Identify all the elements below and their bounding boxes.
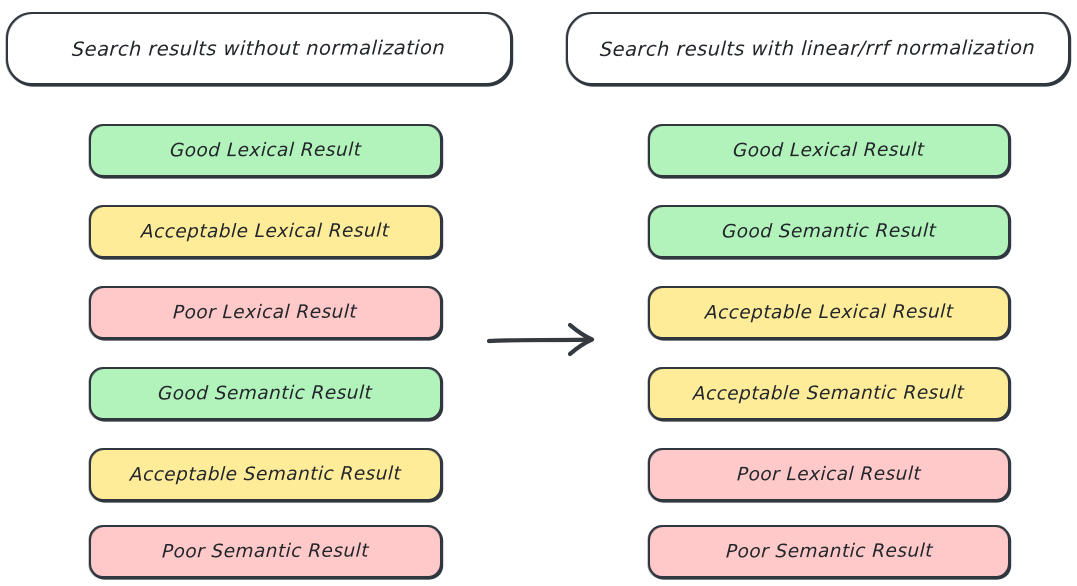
header-label-without-normalization: Search results without normalization	[71, 36, 447, 61]
result-box-left-6[interactable]: Poor Semantic Result	[89, 525, 442, 578]
header-label-with-normalization: Search results with linear/rrf normaliza…	[599, 36, 1037, 61]
result-label-right-2: Good Semantic Result	[721, 220, 937, 243]
result-box-right-6[interactable]: Poor Semantic Result	[648, 525, 1010, 578]
header-box-with-normalization[interactable]: Search results with linear/rrf normaliza…	[566, 12, 1070, 85]
result-label-left-5: Acceptable Semantic Result	[129, 463, 402, 486]
flow-arrow	[486, 318, 603, 362]
result-box-left-2[interactable]: Acceptable Lexical Result	[89, 205, 442, 258]
result-box-left-5[interactable]: Acceptable Semantic Result	[89, 448, 442, 501]
result-box-right-2[interactable]: Good Semantic Result	[648, 205, 1010, 258]
result-label-right-1: Good Lexical Result	[732, 139, 926, 162]
result-box-left-4[interactable]: Good Semantic Result	[89, 367, 442, 420]
result-label-left-3: Poor Lexical Result	[172, 301, 359, 324]
header-box-without-normalization[interactable]: Search results without normalization	[6, 12, 512, 85]
result-label-right-5: Poor Lexical Result	[736, 463, 922, 486]
result-box-right-1[interactable]: Good Lexical Result	[648, 124, 1010, 177]
result-label-left-2: Acceptable Lexical Result	[140, 220, 391, 243]
arrow-icon	[486, 322, 595, 357]
result-box-left-3[interactable]: Poor Lexical Result	[89, 286, 442, 339]
result-box-right-4[interactable]: Acceptable Semantic Result	[648, 367, 1010, 420]
result-label-left-1: Good Lexical Result	[169, 139, 362, 162]
result-label-right-4: Acceptable Semantic Result	[692, 382, 966, 405]
result-label-left-6: Poor Semantic Result	[161, 540, 370, 563]
result-label-right-3: Acceptable Lexical Result	[704, 301, 954, 324]
result-label-left-4: Good Semantic Result	[157, 382, 374, 405]
result-label-right-6: Poor Semantic Result	[725, 540, 933, 563]
result-box-left-1[interactable]: Good Lexical Result	[89, 124, 442, 177]
result-box-right-3[interactable]: Acceptable Lexical Result	[648, 286, 1010, 339]
result-box-right-5[interactable]: Poor Lexical Result	[648, 448, 1010, 501]
